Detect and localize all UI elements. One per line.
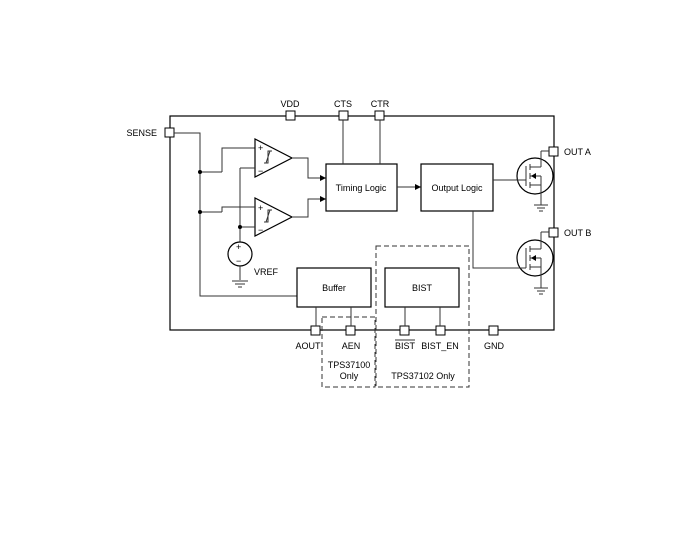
tps37100-region — [321, 316, 376, 388]
aen-pin — [345, 325, 356, 336]
ctr-pin — [374, 110, 385, 121]
hysteresis-icon — [264, 150, 272, 164]
ctr-label: CTR — [371, 99, 390, 109]
comp1-plus: + — [258, 143, 263, 153]
out-b-label: OUT B — [564, 228, 591, 238]
junction-dot — [238, 225, 242, 229]
cts-label: CTS — [334, 99, 352, 109]
comp2-out-wire — [292, 198, 326, 218]
sense-to-buffer-wire — [174, 132, 297, 297]
buffer-label: Buffer — [322, 283, 346, 293]
comp1-out-wire — [292, 157, 326, 179]
output-b-gate-wire — [472, 211, 517, 269]
out-a-pin — [548, 146, 559, 157]
aout-pin — [310, 325, 321, 336]
vref-plus: + — [236, 242, 241, 252]
gnd-label: GND — [484, 341, 505, 351]
bist-block — [384, 267, 460, 308]
bist-block-label: BIST — [412, 283, 433, 293]
bist-pin — [399, 325, 410, 336]
output-logic-block — [420, 163, 494, 212]
tps37102-region — [375, 245, 470, 388]
comp1-plus-wire — [221, 147, 255, 172]
junction-dot — [198, 170, 202, 174]
vdd-label: VDD — [280, 99, 300, 109]
comp2-minus: − — [258, 225, 263, 235]
cts-pin — [338, 110, 349, 121]
bist-en-label: BIST_EN — [421, 341, 459, 351]
vref-minus: − — [236, 256, 241, 266]
out-a-label: OUT A — [564, 147, 591, 157]
timing-logic-label: Timing Logic — [336, 183, 387, 193]
comparator-1 — [254, 138, 294, 178]
mosfet-a-icon — [516, 150, 554, 212]
gnd-pin — [488, 325, 499, 336]
arrow-icon — [415, 184, 421, 190]
buffer-block — [296, 267, 372, 308]
hysteresis-icon — [264, 209, 272, 223]
arrow-icon — [320, 175, 326, 181]
comp1-minus: − — [258, 166, 263, 176]
mosfet-b-icon — [516, 231, 554, 295]
tps37100-label-line2: Only — [340, 371, 359, 381]
vref-label: VREF — [254, 267, 279, 277]
comparator-2 — [254, 197, 294, 237]
sense-pin — [164, 127, 175, 138]
aout-label: AOUT — [295, 341, 321, 351]
arrow-icon — [320, 196, 326, 202]
tps37100-label-line1: TPS37100 — [328, 360, 371, 370]
junction-dot — [198, 210, 202, 214]
comp2-plus: + — [258, 203, 263, 213]
vdd-pin — [285, 110, 296, 121]
aen-label: AEN — [342, 341, 361, 351]
timing-logic-block — [325, 163, 398, 212]
sense-label: SENSE — [126, 128, 157, 138]
bist-label: BIST — [395, 341, 416, 351]
out-b-pin — [548, 227, 559, 238]
bist-en-pin — [435, 325, 446, 336]
ground-icon — [232, 280, 248, 288]
comp2-plus-wire — [221, 206, 255, 212]
output-logic-label: Output Logic — [431, 183, 483, 193]
tps37102-label: TPS37102 Only — [391, 371, 455, 381]
